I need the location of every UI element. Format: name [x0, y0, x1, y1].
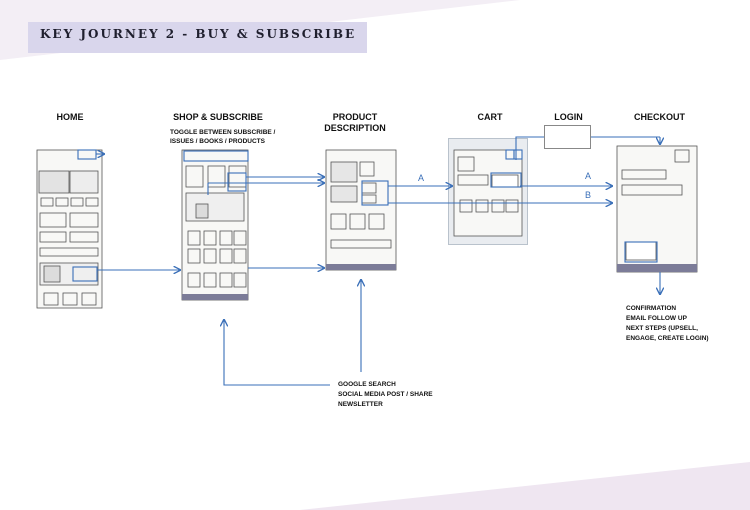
note-toggle-2: ISSUES / BOOKS / PRODUCTS: [170, 138, 265, 145]
home-issue-highlight: [72, 266, 98, 282]
title-band: [28, 22, 367, 53]
cart-continue-highlight: [490, 172, 522, 188]
path-label-b: B: [585, 190, 592, 200]
stage-label-login: LOGIN: [554, 112, 583, 122]
stage-label-checkout: CHECKOUT: [634, 112, 685, 122]
note-source-google: GOOGLE SEARCH: [338, 381, 396, 388]
home-subscribe-highlight: [77, 149, 97, 160]
note-confirmation: CONFIRMATION: [626, 305, 677, 312]
product-add-highlight: [361, 180, 389, 206]
arrow-sources-to-shop: [224, 320, 330, 386]
stage-label-cart: CART: [477, 112, 503, 122]
note-source-newsletter: NEWSLETTER: [338, 401, 383, 408]
login-screen-box: [544, 125, 591, 149]
stage-label-product-1: PRODUCT: [332, 112, 378, 122]
shop-item-highlight: [227, 172, 247, 192]
stage-label-home: HOME: [56, 112, 84, 122]
page-title: KEY JOURNEY 2 - BUY & SUBSCRIBE: [40, 27, 357, 41]
path-label-a-left: A: [418, 173, 425, 183]
note-toggle-1: TOGGLE BETWEEN SUBSCRIBE /: [170, 129, 276, 136]
note-source-social: SOCIAL MEDIA POST / SHARE: [338, 391, 433, 398]
place-order-highlight: [624, 241, 658, 263]
stage-label-product-2: DESCRIPTION: [324, 123, 386, 133]
path-label-a-right: A: [585, 171, 592, 181]
shop-toggle-highlight: [183, 150, 249, 162]
note-next-steps-1: NEXT STEPS (UPSELL,: [626, 325, 698, 332]
note-next-steps-2: ENGAGE, CREATE LOGIN): [626, 335, 709, 342]
stage-label-shop: SHOP & SUBSCRIBE: [173, 112, 263, 122]
note-email-follow-up: EMAIL FOLLOW UP: [626, 315, 687, 322]
